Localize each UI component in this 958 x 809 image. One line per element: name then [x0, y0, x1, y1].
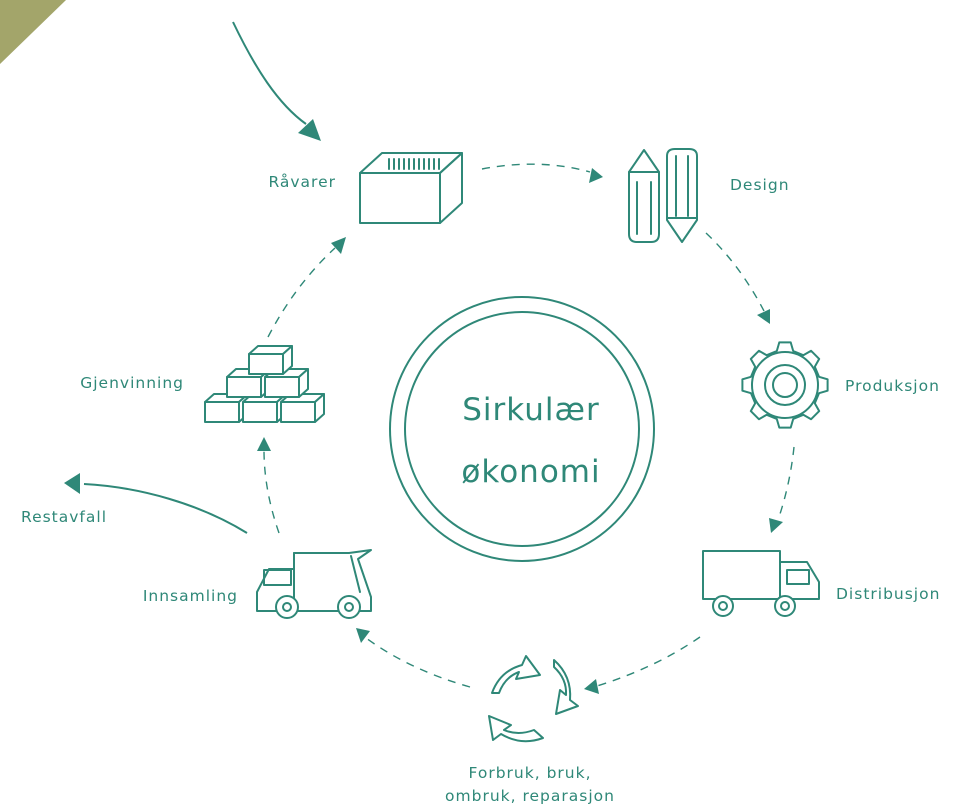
stage-label-innsamling: Innsamling: [143, 587, 238, 605]
recycled-cubes-icon: [204, 345, 325, 423]
flow-arrow-raavarer-design: [481, 163, 603, 183]
center-title-line2: økonomi: [461, 454, 600, 490]
flow-arrow-design-produksjon: [705, 232, 770, 324]
corner-decoration: [0, 0, 66, 64]
raw-materials-box-icon: [359, 152, 463, 224]
stage-label-forbruk-line1: Forbruk, bruk,: [468, 764, 591, 782]
flow-arrow-innsamling-gjenvinning: [257, 437, 280, 534]
flow-arrow-produksjon-distribusjon: [769, 446, 795, 533]
flow-arrow-distribusjon-forbruk: [584, 636, 701, 694]
center-title-line1: Sirkulær: [462, 392, 599, 428]
center-circle: Sirkulær økonomi: [389, 296, 655, 562]
outflow-label-restavfall: Restavfall: [21, 508, 107, 526]
stage-label-produksjon: Produksjon: [845, 377, 940, 395]
flow-arrow-gjenvinning-raavarer: [267, 237, 346, 338]
stage-label-gjenvinning: Gjenvinning: [80, 374, 184, 392]
delivery-truck-icon: [702, 550, 820, 617]
recycle-arrows-icon: [488, 655, 579, 743]
flow-arrow-forbruk-innsamling: [356, 628, 471, 688]
stage-label-forbruk-line2: ombruk, reparasjon: [445, 787, 615, 805]
incoming-arrow: [232, 21, 321, 141]
restavfall-arrow: [64, 473, 248, 534]
gear-icon: [741, 341, 829, 429]
garbage-truck-icon: [256, 549, 372, 619]
stage-label-raavarer: Råvarer: [268, 173, 336, 191]
stage-label-distribusjon: Distribusjon: [836, 585, 940, 603]
pencils-icon: [628, 148, 698, 243]
stage-label-design: Design: [730, 176, 790, 194]
